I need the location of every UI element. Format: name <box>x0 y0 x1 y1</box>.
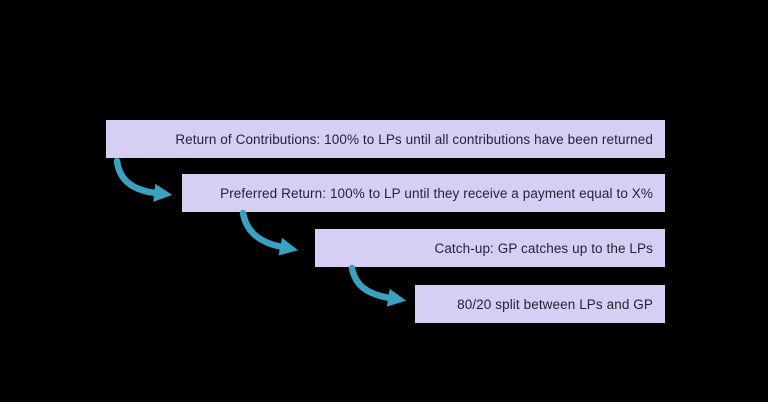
step-label-preferred-return: Preferred Return: 100% to LP until they … <box>220 185 653 201</box>
step-box-return-of-contributions: Return of Contributions: 100% to LPs unt… <box>106 120 665 158</box>
step-box-80-20-split: 80/20 split between LPs and GP <box>415 285 665 323</box>
step-box-catch-up: Catch-up: GP catches up to the LPs <box>315 229 665 267</box>
curved-arrow-2-icon <box>239 209 299 256</box>
curved-arrow-3-icon <box>348 264 407 307</box>
curved-arrow-1-icon <box>113 157 173 202</box>
step-label-catch-up: Catch-up: GP catches up to the LPs <box>434 240 653 256</box>
step-label-80-20-split: 80/20 split between LPs and GP <box>457 296 653 312</box>
step-box-preferred-return: Preferred Return: 100% to LP until they … <box>182 174 665 212</box>
step-label-return-of-contributions: Return of Contributions: 100% to LPs unt… <box>175 131 653 147</box>
